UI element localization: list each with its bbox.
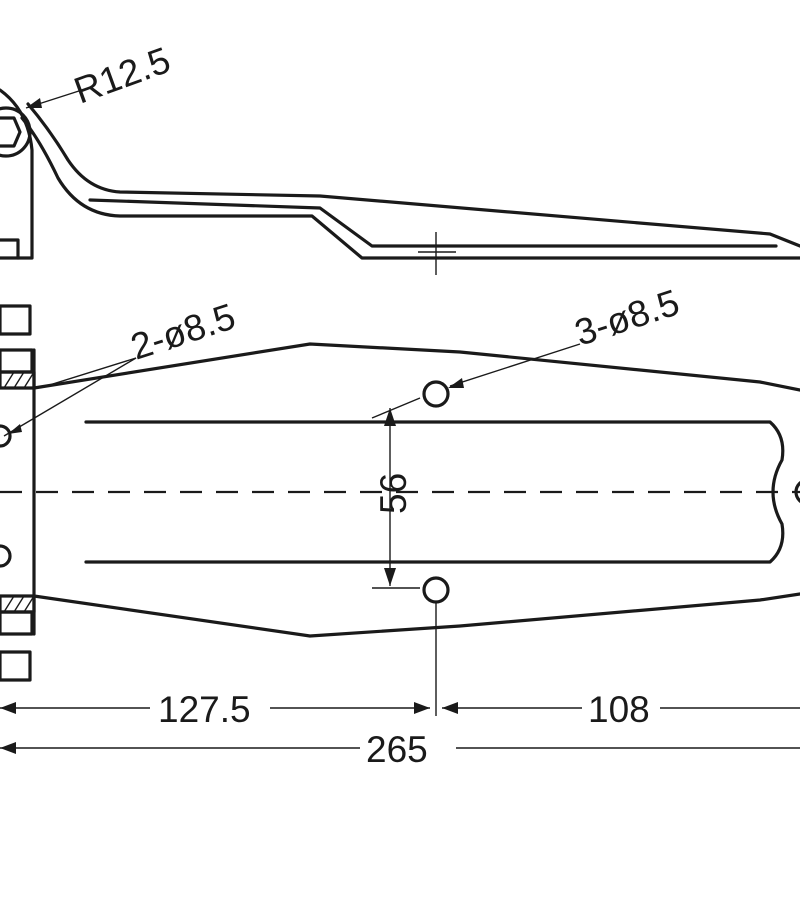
dim-127-gap [150, 684, 270, 728]
radius-label: R12.5 [69, 39, 176, 111]
knuckle-inner [0, 238, 20, 260]
hatch-bottom [3, 595, 35, 613]
hatch-top [3, 371, 35, 389]
holes-right-arrow [448, 378, 464, 388]
hinge-side-profile: R12.5 [0, 39, 800, 275]
hole-lower [422, 576, 450, 604]
knuckle-circle [0, 106, 32, 158]
knuckle-block-upper [0, 348, 34, 374]
right-hole [794, 481, 800, 503]
left-hole-lower [0, 544, 12, 568]
dim-108-label: 108 [588, 689, 650, 730]
holes-left-leader-b [39, 357, 137, 389]
knuckle-hex [0, 116, 22, 148]
hole-upper [422, 380, 450, 408]
holes-left-leader [3, 357, 137, 437]
dim-56-label: 56 [373, 473, 414, 514]
arm-profile-outer [20, 116, 800, 260]
dim-127-arrow-right [414, 702, 430, 714]
knuckle-block-lower [0, 610, 34, 636]
dim-56-arrow-bottom [384, 568, 396, 586]
knuckle-body [0, 88, 34, 260]
hinge-plate-view: 2-ø8.5 3-ø8.5 56 [0, 282, 800, 716]
dim-56-arrow-top [384, 408, 396, 426]
holes-left-arrow [8, 424, 22, 434]
radius-arrow [26, 98, 42, 108]
plate-outline-bottom [32, 592, 800, 638]
arm-profile-inner [26, 102, 800, 248]
dim-265-gap [360, 724, 456, 768]
knuckle-block-top [0, 304, 32, 336]
dim-108-arrow-left [442, 702, 458, 714]
dim-265-arrow-left [0, 742, 16, 754]
dim-56-ext-top [371, 397, 421, 419]
dim-108-gap [582, 684, 660, 728]
holes-right-label: 3-ø8.5 [570, 282, 684, 354]
dim-127-arrow-left [0, 702, 16, 714]
holes-right-leader [449, 343, 581, 387]
dim-265-label: 265 [366, 729, 428, 770]
knuckle-block-bottom [0, 650, 32, 682]
left-hole-upper [0, 424, 12, 448]
horizontal-dimensions: 127.5 108 265 [0, 684, 800, 770]
plate-outline [32, 342, 800, 392]
dim-127-label: 127.5 [158, 689, 251, 730]
arm-profile-middle [88, 198, 778, 248]
